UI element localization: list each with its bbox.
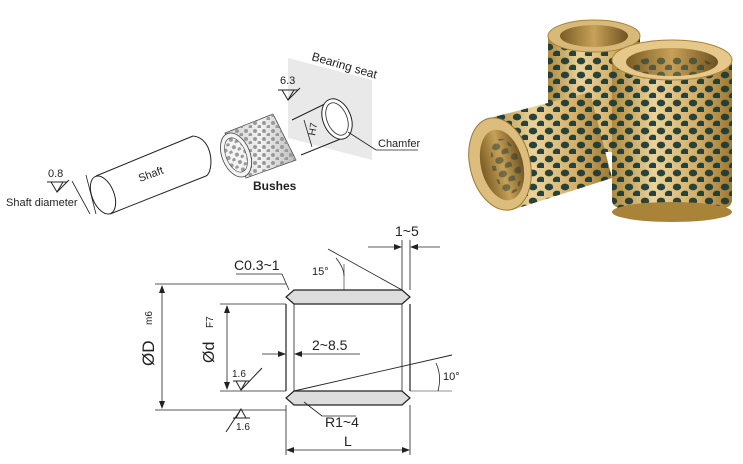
inner-roughness-value: 1.6 — [232, 369, 246, 380]
outer-diameter-symbol: ØD — [139, 341, 158, 367]
chamfer-angle: 15° — [312, 266, 329, 278]
seat-bore: H7 — [291, 98, 353, 156]
wall-dimension: 2~8.5 — [312, 337, 348, 353]
shaft-roughness-value: 0.8 — [48, 168, 63, 180]
chamfer-spec: C0.3~1 — [234, 257, 280, 273]
chamfer-label: Chamfer — [378, 138, 421, 150]
length-label: L — [344, 433, 352, 449]
seat-roughness-value: 6.3 — [280, 75, 295, 87]
outer-roughness-value: 1.6 — [236, 422, 250, 433]
bushing-front — [468, 92, 612, 211]
end-dimension: 1~5 — [395, 223, 419, 239]
outer-roughness-symbol: 1.6 — [225, 407, 250, 433]
assembly-diagram: Bearing seat 6.3 H7 Chamfer Bushes — [6, 49, 421, 215]
shaft-label: Shaft — [137, 165, 165, 185]
bushing-right — [611, 39, 733, 222]
inner-diameter-tolerance: F7 — [205, 316, 216, 328]
bushes-label: Bushes — [253, 179, 297, 193]
radius-spec: R1~4 — [325, 414, 359, 430]
bushings-photo — [468, 19, 733, 222]
shaft-part: Shaft — [89, 135, 212, 215]
inner-diameter-symbol: Ød — [201, 342, 218, 363]
top-wall-section — [285, 289, 411, 305]
seat-tolerance: H7 — [307, 122, 320, 137]
groove-angle: 10° — [443, 371, 460, 383]
inner-roughness-symbol: 1.6 — [232, 367, 263, 392]
shaft-roughness-symbol: 0.8 — [47, 168, 70, 193]
section-drawing: ØD m6 Ød F7 1.6 1.6 2~8.5 C0.3~1 — [139, 223, 460, 455]
shaft-diameter-label: Shaft diameter — [6, 197, 78, 209]
chamfer-leader — [347, 131, 377, 151]
outer-diameter-tolerance: m6 — [144, 311, 155, 325]
bushes-part: Bushes — [220, 113, 297, 193]
seat-roughness-symbol: 6.3 — [278, 75, 301, 101]
